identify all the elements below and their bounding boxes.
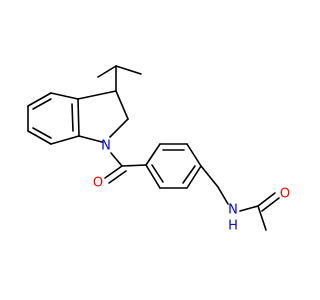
atom-labels: N O N H O — [93, 139, 290, 234]
bond-c4-c5 — [27, 92, 52, 107]
atom-label-o-amide: O — [280, 187, 290, 202]
bond-n1-c7a — [78, 135, 103, 143]
bond-ar3-ar4 — [186, 143, 202, 167]
atom-label-n-indoline: N — [101, 139, 111, 154]
bond-ar4-ar5-inner — [182, 165, 196, 184]
bond-ch2-nh — [217, 186, 229, 205]
bonds — [27, 65, 280, 231]
bond-c3a-c7a-inner — [71, 103, 74, 132]
bond-ar4-ch2 — [200, 165, 219, 188]
bond-ar6-ar1-inner — [151, 164, 164, 183]
bond-c6-c7-inner — [32, 127, 52, 139]
bond-cco-o-second — [108, 170, 127, 184]
bond-ipr-ch-me2 — [115, 65, 142, 75]
bond-c3a-c7a — [77, 98, 80, 137]
molecule-structure: N O N H O — [27, 65, 290, 234]
bond-c2-n1 — [109, 118, 129, 138]
bond-cam-oam-second — [261, 197, 280, 212]
bond-c6-c7 — [27, 130, 52, 145]
bond-ipr-ch-me1 — [97, 65, 117, 78]
bond-cco-ar1 — [121, 164, 147, 167]
bond-cam-oam — [257, 192, 276, 207]
atom-label-o-carbonyl: O — [93, 176, 103, 191]
bond-ar1-ar2 — [145, 143, 161, 166]
bond-ar4-ar5 — [186, 165, 202, 189]
bond-c3a-c4 — [50, 92, 79, 100]
bond-ar6-ar1 — [145, 164, 161, 189]
bond-c3-c3a — [77, 90, 117, 100]
bond-c7-c7a — [50, 135, 80, 145]
bond-c4-c5-inner — [32, 98, 52, 110]
bond-nh-cam — [239, 205, 259, 212]
bond-cco-o — [104, 165, 123, 179]
atom-label-n-amide: N — [228, 203, 238, 218]
bond-n1-cco — [110, 152, 123, 167]
bond-cam-me — [257, 205, 267, 231]
atom-label-h-amide: H — [228, 219, 238, 234]
bond-c3-c2 — [115, 90, 129, 120]
